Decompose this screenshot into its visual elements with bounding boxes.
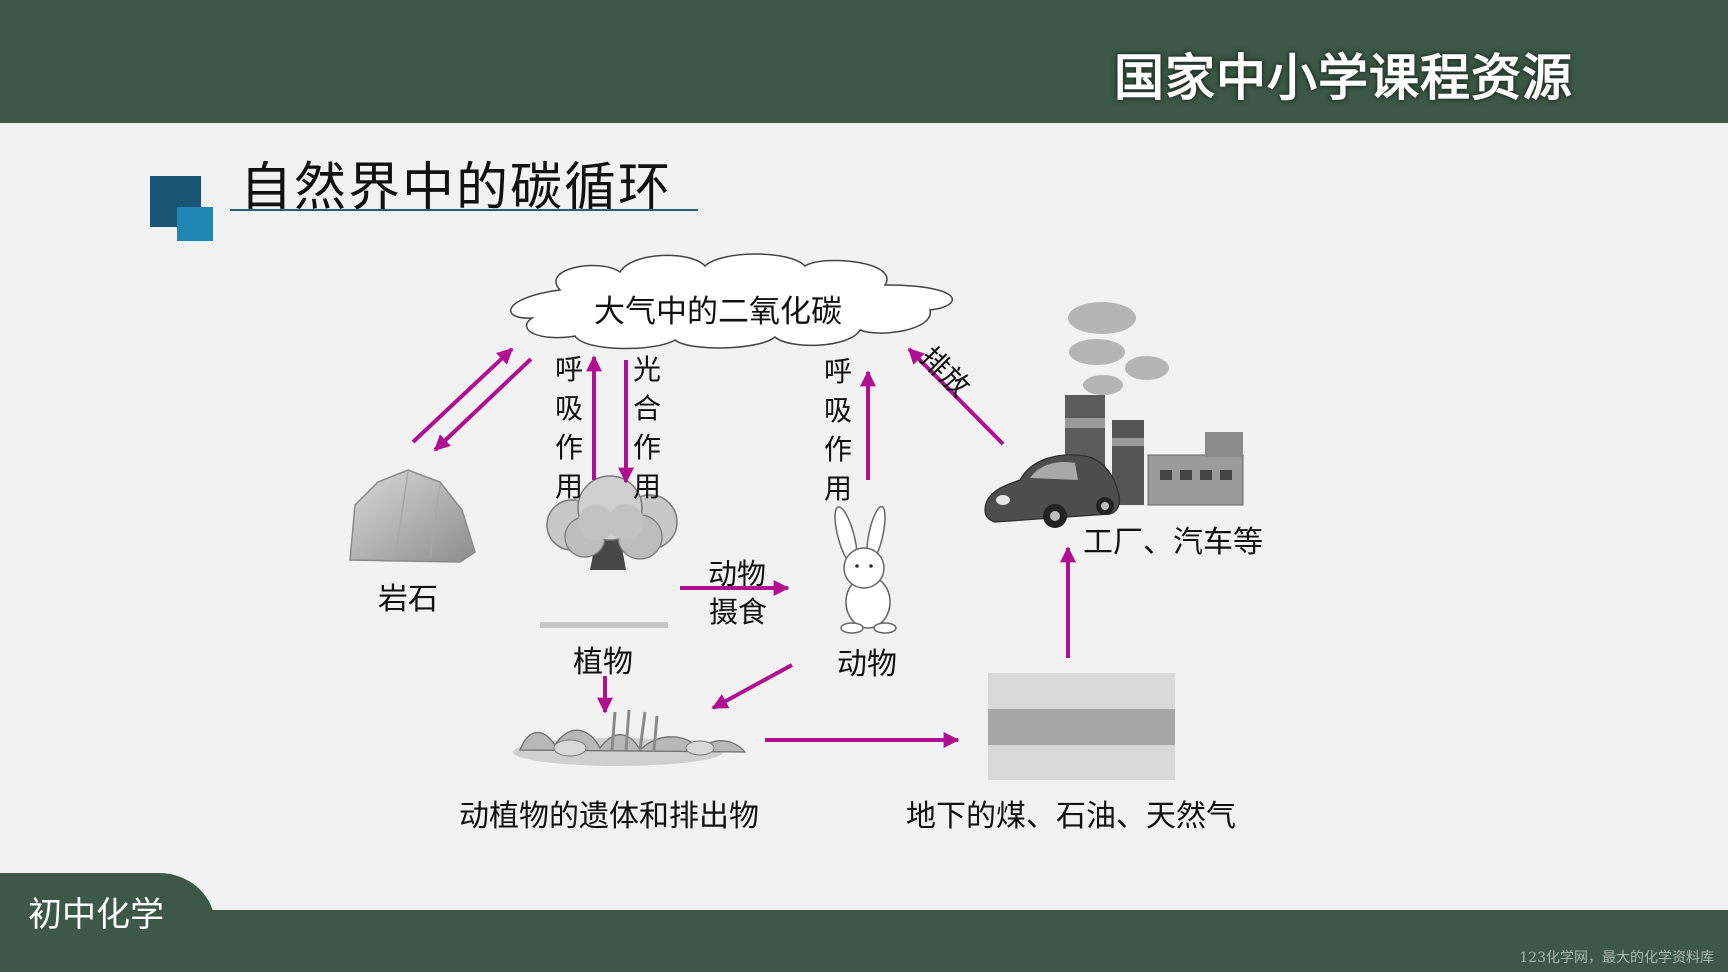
title-underline	[230, 209, 698, 211]
label-remains: 动植物的遗体和排出物	[459, 799, 759, 834]
header-bar	[0, 0, 1728, 123]
title-square-light	[177, 207, 213, 241]
tree-illustration	[540, 475, 678, 628]
label-feeding-bottom: 摄食	[709, 595, 768, 629]
atmosphere-cloud	[510, 253, 954, 350]
subject-label: 初中化学	[28, 895, 164, 935]
label-photosynthesis: 光合作用	[632, 353, 661, 503]
remains-illustration	[513, 709, 747, 766]
brand-logo-text: 国家中小学课程资源	[1114, 49, 1573, 107]
car-illustration	[984, 454, 1121, 528]
label-emission: 排放	[914, 340, 977, 403]
label-plant: 植物	[573, 645, 633, 680]
label-plant-respiration: 呼吸作用	[554, 353, 583, 503]
rock-illustration	[349, 469, 476, 563]
arrow-rock-to-atmosphere	[411, 347, 514, 444]
footer-subject-tab	[0, 873, 215, 925]
arrow-emission	[907, 347, 1005, 446]
footer-bar	[0, 910, 1728, 972]
label-feeding-top: 动物	[708, 557, 767, 591]
label-rock: 岩石	[378, 582, 438, 617]
label-factory-car: 工厂、汽车等	[1083, 525, 1263, 560]
fossil-strata-illustration	[988, 673, 1175, 780]
label-fossil-fuel: 地下的煤、石油、天然气	[906, 799, 1236, 834]
arrow-animal-to-remains	[711, 663, 793, 710]
watermark-text: 123化学网，最大的化学资料库	[1519, 950, 1714, 966]
arrow-atmosphere-to-rock	[433, 357, 533, 452]
label-atmosphere-co2: 大气中的二氧化碳	[594, 294, 842, 330]
label-animal: 动物	[837, 647, 897, 682]
slide-title: 自然界中的碳循环	[240, 158, 673, 218]
rabbit-illustration	[834, 505, 897, 634]
label-animal-respiration: 呼吸作用	[823, 355, 852, 505]
